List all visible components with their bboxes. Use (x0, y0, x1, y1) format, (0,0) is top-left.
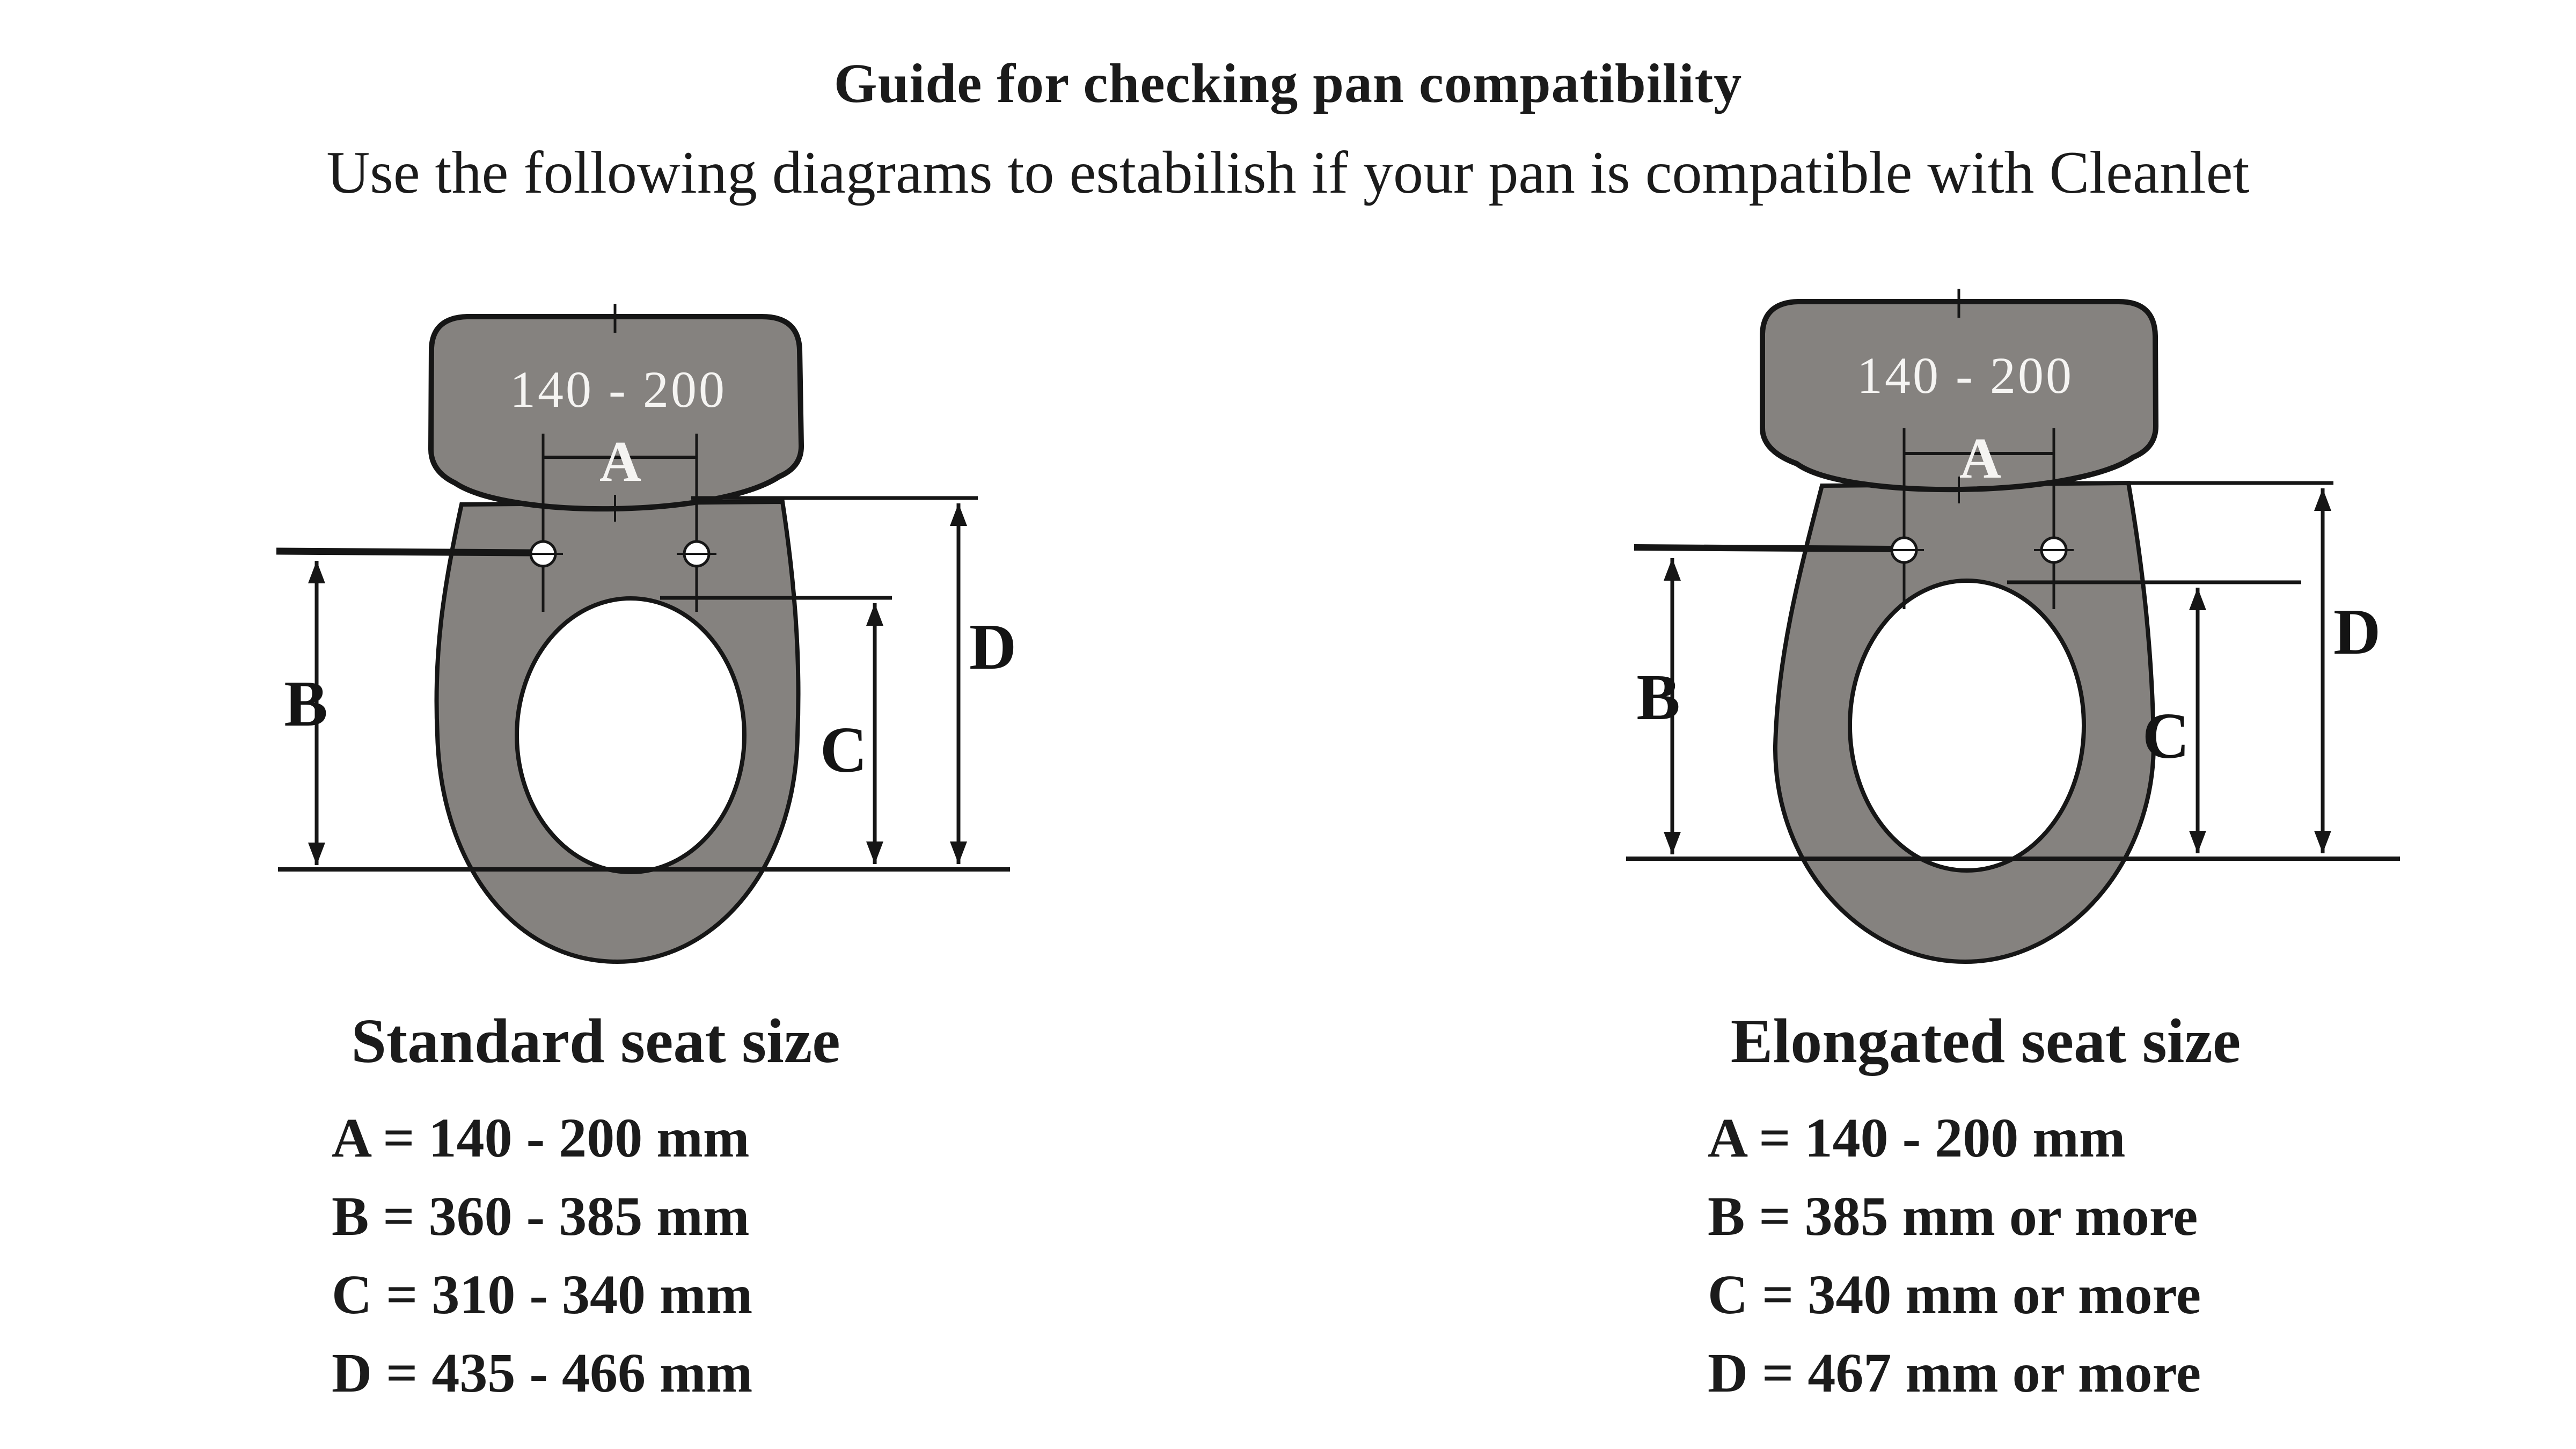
standard-seat-diagram: 140 - 200 A B C D (276, 304, 1016, 964)
hinge-plate-shape (1759, 299, 2159, 493)
elongated-seat-diagram: 140 - 200 A B C D (1626, 289, 2400, 964)
dim-c-label: C (820, 714, 867, 786)
seat-hole (1848, 579, 2086, 873)
hinge-spacing-label: 140 - 200 (1857, 347, 2074, 404)
standard-measurements-list: A = 140 - 200 mm B = 360 - 385 mm C = 31… (332, 1099, 752, 1413)
dim-d-label: D (2333, 596, 2381, 668)
elongated-measurements-list: A = 140 - 200 mm B = 385 mm or more C = … (1708, 1099, 2201, 1413)
seat-hole (515, 596, 747, 874)
dim-d-label: D (969, 611, 1016, 683)
measurement-line-b: B = 360 - 385 mm (332, 1185, 750, 1247)
page-subtitle: Use the following diagrams to estabilish… (326, 140, 2250, 206)
measurement-line-d: D = 435 - 466 mm (332, 1342, 753, 1404)
dim-b-label: B (284, 668, 327, 740)
bolt-hole-pointer-line (276, 547, 531, 557)
dim-a-label: A (599, 430, 641, 494)
standard-seat-heading: Standard seat size (351, 1006, 840, 1076)
measurement-line-d: D = 467 mm or more (1708, 1342, 2201, 1404)
hinge-spacing-label: 140 - 200 (510, 361, 727, 418)
hinge-plate-shape (428, 314, 804, 512)
measurement-line-a: A = 140 - 200 mm (332, 1107, 750, 1169)
elongated-seat-heading: Elongated seat size (1730, 1006, 2241, 1076)
dim-a-label: A (1959, 427, 2001, 491)
measurement-line-c: C = 340 mm or more (1708, 1264, 2201, 1326)
bolt-hole-pointer-line (1634, 544, 1892, 552)
measurement-line-a: A = 140 - 200 mm (1708, 1107, 2126, 1169)
page-title: Guide for checking pan compatibility (833, 53, 1743, 114)
measurement-line-c: C = 310 - 340 mm (332, 1264, 753, 1326)
dim-c-label: C (2142, 700, 2190, 772)
measurement-line-b: B = 385 mm or more (1708, 1185, 2198, 1247)
dim-b-label: B (1636, 661, 1680, 734)
